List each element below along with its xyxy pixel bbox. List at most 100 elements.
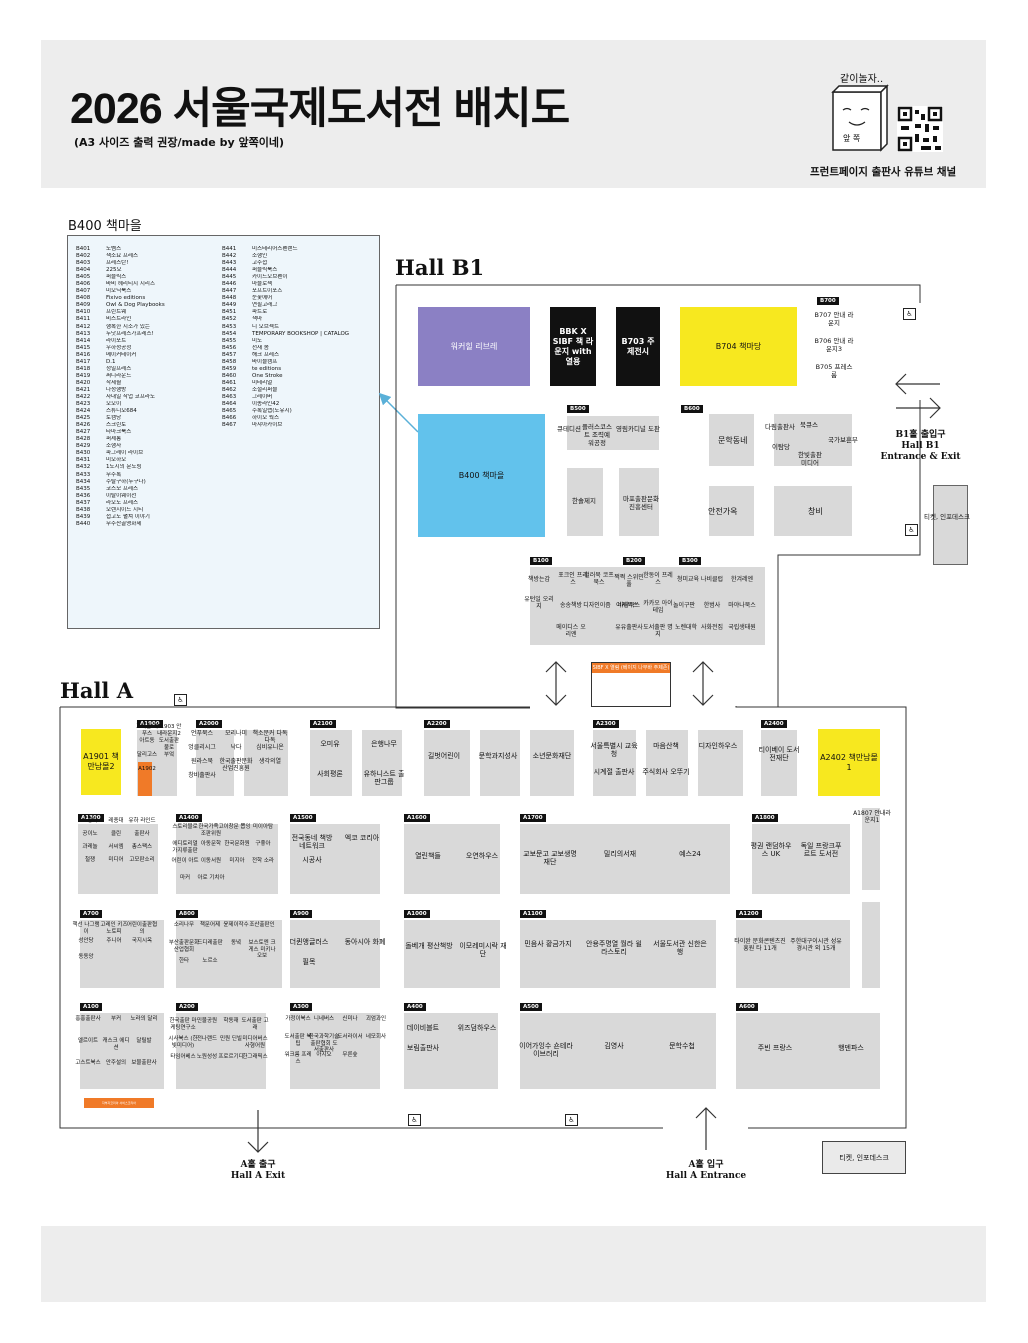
booth-label[interactable]: 이어가잉수 숀테라이브러리 bbox=[519, 1042, 573, 1059]
booth-label[interactable]: 네모회사 bbox=[365, 1034, 387, 1040]
booth-label[interactable]: 엑코 코리아 bbox=[344, 834, 380, 842]
booth-walkerhill-libre[interactable]: 워커힐 리브레 bbox=[418, 307, 530, 386]
booth-label[interactable]: A1902 bbox=[138, 766, 156, 772]
booth-label[interactable]: 이창문 뽑잉 bbox=[223, 824, 251, 830]
booth-label[interactable]: 도서출판 고래 bbox=[241, 1018, 269, 1031]
booth-label[interactable]: 미이아탐 bbox=[252, 824, 274, 830]
booth-label[interactable]: 보물출판사 bbox=[131, 1060, 157, 1066]
booth-label[interactable]: 한국문화원 bbox=[224, 841, 250, 847]
booth-label[interactable]: 생각의열 bbox=[258, 758, 282, 765]
booth-label[interactable]: 낙다 bbox=[230, 744, 242, 751]
booth-label[interactable]: 열린책들 bbox=[415, 852, 441, 860]
booth-label[interactable]: 더퀸앵글러스 bbox=[289, 938, 329, 946]
booth-label[interactable]: 오연하우스 bbox=[465, 852, 499, 860]
booth-label[interactable]: 도서출판 북팁 bbox=[284, 1034, 312, 1047]
booth-label[interactable]: 한국출판 마케팅연구소 bbox=[169, 1018, 197, 1031]
booth-label[interactable]: 노라의 달리 bbox=[130, 1016, 158, 1022]
booth-label[interactable]: 타임어베스 bbox=[170, 1054, 196, 1060]
booth-label[interactable]: 엘르이트 bbox=[77, 1038, 99, 1044]
booth-label[interactable]: 소년문화재단 bbox=[532, 752, 572, 760]
booth-label[interactable]: 신미나 bbox=[342, 1016, 358, 1022]
booth-label[interactable]: 달리고스 bbox=[136, 752, 158, 758]
booth-label[interactable]: 무른숲 bbox=[342, 1052, 358, 1058]
booth-label[interactable]: 한동이 프레스 bbox=[643, 572, 673, 587]
b1-ticket-desk[interactable] bbox=[933, 485, 968, 565]
booth-b703-exhibition[interactable]: B703 주제전시 bbox=[616, 307, 660, 386]
booth-label[interactable]: 한국가족고 조판위원 bbox=[198, 824, 224, 837]
booth-label[interactable]: 돌베개 평산책방 bbox=[405, 942, 453, 950]
booth-label[interactable]: 과레놀 bbox=[82, 844, 98, 850]
booth-label[interactable]: 철쟁 bbox=[84, 857, 96, 863]
booth-label[interactable]: 괴엄과인 bbox=[365, 1016, 387, 1022]
booth-label[interactable]: 한국출판문화 산업진흥원 bbox=[219, 758, 253, 773]
booth-label[interactable]: 민원 딘빌 bbox=[220, 1036, 242, 1042]
booth-label[interactable]: 캐스크 에디션 bbox=[102, 1038, 130, 1051]
booth-label[interactable]: 안주설의 bbox=[105, 1060, 127, 1066]
booth-label[interactable]: 언푸북스 bbox=[190, 730, 214, 737]
booth-label[interactable]: 창비출판사 bbox=[188, 772, 216, 779]
booth-label[interactable]: 유하 라인드 bbox=[128, 818, 156, 824]
booth-label[interactable]: 어린이출판협의 bbox=[126, 922, 158, 935]
booth-label[interactable]: 이지북스 bbox=[615, 602, 639, 609]
booth-label[interactable]: 주식회사 오뚜기 bbox=[642, 768, 690, 776]
booth-label[interactable]: 한범사 bbox=[703, 602, 721, 609]
booth-b500-1[interactable]: 플러스코스트 조력예워공정 bbox=[582, 423, 612, 447]
booth-label[interactable]: 평권 랜덤하우스 UK bbox=[750, 842, 792, 859]
booth-label[interactable]: 소리나무 bbox=[173, 922, 195, 928]
booth-label[interactable]: 안용주명열 월라 윌라스토리 bbox=[586, 940, 642, 957]
booth-label[interactable]: A1807 안내라운지1 bbox=[853, 810, 891, 825]
booth-label[interactable]: 유턴일 오리지 bbox=[524, 596, 554, 611]
booth-label[interactable]: 책소문커 다독다독 bbox=[252, 730, 288, 745]
booth-label[interactable]: 드디레출판 bbox=[197, 940, 223, 946]
booth-label[interactable]: 아지오 bbox=[316, 1052, 332, 1058]
booth-label[interactable]: 문학과지성사 bbox=[478, 752, 518, 760]
booth-label[interactable]: 헐러북 코프북스 bbox=[584, 572, 614, 587]
booth-b600-0[interactable]: 문학동네 bbox=[718, 436, 748, 445]
booth-label[interactable]: 노렌대학 bbox=[674, 624, 698, 631]
booth-b600-6[interactable]: 안전가옥 bbox=[708, 507, 738, 516]
booth-label[interactable]: 가정이북스 bbox=[285, 1016, 311, 1022]
booth-b600-5[interactable]: 한빛출판 미디어 bbox=[798, 451, 822, 467]
booth-label[interactable]: 유유출판사 bbox=[615, 624, 643, 631]
booth-b500-0[interactable]: 큐테디션 bbox=[557, 425, 581, 433]
booth-label[interactable]: 모리나미 bbox=[224, 730, 248, 737]
booth-label[interactable]: 미디어버스 사형어원 bbox=[242, 1036, 268, 1049]
booth-label[interactable]: 오미유 bbox=[320, 740, 340, 748]
booth-label[interactable]: 윤제이작수 bbox=[223, 922, 249, 928]
booth-label[interactable]: 아로 기치아 bbox=[197, 875, 225, 881]
booth-bbk-sibf-lounge[interactable]: BBK X SIBF 책 라운지 with 열용 bbox=[550, 307, 596, 386]
booth-label[interactable]: 전국동네 책방네트워크 bbox=[291, 834, 333, 851]
booth-label[interactable]: 노원성성 bbox=[196, 1054, 218, 1060]
booth-label[interactable]: 독일 프랑크푸르트 도서전 bbox=[800, 842, 842, 859]
booth-label[interactable]: 서울특별시 교육청 bbox=[590, 742, 638, 759]
booth-label[interactable]: 이모레미시락 재단 bbox=[459, 942, 507, 959]
booth-label[interactable]: 국지시옥 bbox=[131, 938, 153, 944]
booth-label[interactable]: 도서출판 명지 bbox=[643, 624, 673, 639]
booth-label[interactable]: 보스토엔 크게스 미키나오보 bbox=[248, 940, 276, 960]
booth-label[interactable]: 전나랜드 bbox=[196, 1036, 218, 1042]
booth-label[interactable]: 교보문고 교보생명재단 bbox=[523, 850, 577, 867]
booth-label[interactable]: 달릴발 bbox=[136, 1038, 152, 1044]
booth-b500-5[interactable]: 마포출판문화 진흥센터 bbox=[623, 495, 659, 511]
booth-label[interactable]: 한겨레엔 bbox=[730, 576, 754, 583]
booth-label[interactable]: 민물공원 bbox=[196, 1018, 218, 1024]
booth-label[interactable]: 밀리의서재 bbox=[603, 850, 637, 858]
booth-a2402[interactable]: A2402 책만남몰1 bbox=[818, 729, 880, 796]
booth-label[interactable]: 책선 나그램이 bbox=[72, 922, 100, 935]
a1902-orange-booth[interactable] bbox=[138, 762, 152, 796]
booth-b600-7[interactable]: 창비 bbox=[808, 507, 823, 516]
booth-label[interactable]: 고레인 키즈노토피 bbox=[100, 922, 128, 935]
booth-label[interactable]: 고스트북스 bbox=[75, 1060, 101, 1066]
booth-label[interactable]: 송송책방 bbox=[559, 602, 583, 609]
booth-a1901[interactable]: A1901 책만남몰2 bbox=[81, 729, 121, 795]
booth-label[interactable]: 위즈덤하우스 bbox=[457, 1024, 497, 1032]
booth-label[interactable]: 미지아 bbox=[229, 858, 245, 864]
booth-label[interactable]: 그래블 레푸스 bbox=[136, 724, 158, 737]
booth-label[interactable]: 쩍쩍 스위민풀 bbox=[614, 574, 644, 589]
booth-label[interactable]: 민음사 황금가지 bbox=[524, 940, 572, 948]
booth-label[interactable]: 시공사 bbox=[302, 856, 322, 864]
booth-label[interactable]: 도서라이서 bbox=[337, 1034, 363, 1040]
booth-label[interactable]: 클린 bbox=[110, 831, 122, 837]
booth-label[interactable]: 마야나북스 bbox=[728, 602, 756, 609]
booth-label[interactable]: 시계절 출판사 bbox=[593, 768, 635, 776]
